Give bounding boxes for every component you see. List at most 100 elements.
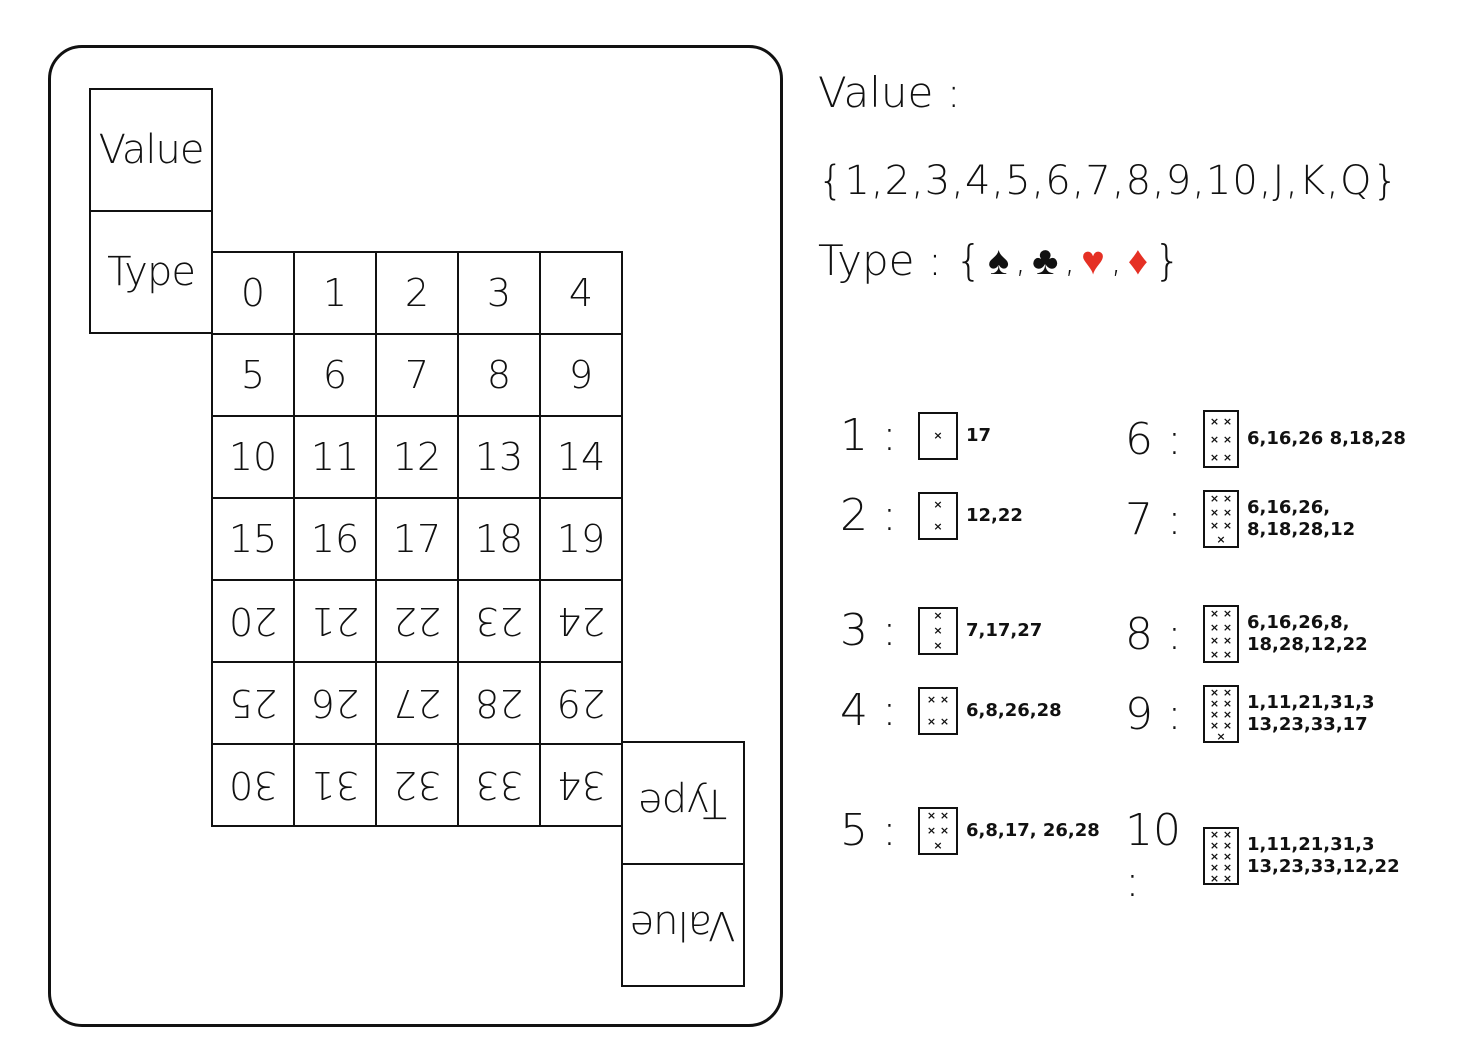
grid-cell-number: 27 [392,681,442,725]
top-value-text: Value [98,127,205,173]
club-icon: ♣ [1032,237,1059,284]
bottom-type-label: Type [621,741,745,865]
grid-cell-number: 28 [474,681,524,725]
pip-marks: × [933,498,943,511]
grid-cell: 25 [213,663,295,745]
grid-cell: 18 [459,499,541,581]
grid-cell: 5 [213,335,295,417]
type-set: Type : { ♠,♣,♥,♦ } [818,236,1181,285]
pip-marks: × [933,429,943,442]
pip-marks: × × [1209,719,1233,732]
grid-cell: 28 [459,663,541,745]
grid-cell: 24 [541,581,623,663]
pip-marks: × × [926,823,950,837]
grid-cell: 32 [377,745,459,827]
mini-card-icon: ×× [918,491,958,540]
grid-cell: 1 [295,253,377,335]
grid-cell-number: 11 [310,435,360,479]
grid-cell: 22 [377,581,459,663]
mini-card-icon: × ×× ×× ×× [1203,490,1239,548]
grid-cell: 11 [295,417,377,499]
mini-card-icon: ××× [918,606,958,655]
legend-value: 9 : [1125,688,1182,740]
grid-cell-number: 29 [556,681,606,725]
grid-cell-number: 13 [474,435,524,479]
grid-cell-number: 19 [556,517,606,561]
pip-marks: × [1216,730,1226,743]
legend-positions: 17 [966,424,992,446]
grid-cell-number: 25 [228,681,278,725]
suit-list: ♠,♣,♥,♦ [988,241,1148,281]
spade-icon: ♠ [988,237,1010,284]
pip-marks: × [933,520,943,533]
legend-value: 10 : [1125,805,1181,907]
legend-item: 8 :× ×× ×× ×× ×6,16,26,8, 18,28,12,22 [1125,605,1417,663]
bottom-type-text: Type [639,780,727,826]
mini-card-icon: × ×× ×× [918,806,958,855]
grid-cell: 14 [541,417,623,499]
pip-marks: × × [1209,432,1233,446]
pip-marks: × × [1209,519,1233,533]
legend-positions: 7,17,27 [966,619,1043,641]
grid-cell-number: 17 [392,517,442,561]
pip-marks: × × [1209,708,1233,721]
heart-icon: ♥ [1081,237,1105,284]
type-suffix: } [1154,236,1181,285]
grid-cell-number: 2 [404,271,430,315]
grid-cell: 19 [541,499,623,581]
pip-marks: × × [1209,647,1233,661]
grid-cell-number: 16 [310,517,360,561]
grid-cell-number: 34 [556,763,606,807]
legend-item: 4 :× ×× ×6,8,26,28 [840,685,1062,736]
diamond-icon: ♦ [1127,237,1149,284]
pip-marks: × [933,838,943,852]
mini-card-icon: × ×× × [918,686,958,735]
legend-item: 5 : × ×× ×× 6,8,17, 26,28 [840,805,1100,856]
legend-value: 8 : [1125,608,1182,660]
grid-cell-number: 4 [568,271,594,315]
grid-cell: 8 [459,335,541,417]
mini-card-icon: × ×× ×× ×× × [1203,605,1239,663]
grid-cell: 20 [213,581,295,663]
grid-cell-number: 15 [228,517,278,561]
top-type-label: Type [89,210,213,334]
grid-cell-number: 22 [392,599,442,643]
grid-cell: 23 [459,581,541,663]
mini-card-icon: × ×× ×× ×× ×× × [1203,827,1239,885]
pip-marks: × × [1209,850,1233,863]
grid-cell-number: 32 [392,763,442,807]
grid-cell-number: 33 [474,763,524,807]
grid-cell-number: 31 [310,763,360,807]
legend-value: 2 : [840,490,897,541]
pip-marks: × × [1209,839,1233,852]
legend-positions: 6,16,26, 8,18,28,12 [1247,497,1356,540]
grid-cell: 0 [213,253,295,335]
pip-marks: × × [1209,634,1233,648]
grid-cell-number: 12 [392,435,442,479]
suit-separator: , [1110,240,1122,281]
grid-cell: 7 [377,335,459,417]
grid-cell: 31 [295,745,377,827]
type-prefix: Type : { [818,236,983,285]
grid-cell: 3 [459,253,541,335]
grid-cell-number: 14 [556,435,606,479]
pip-marks: × × [1209,861,1233,874]
legend-item: 2 :××12,22 [840,490,1023,541]
grid-cell-number: 30 [228,763,278,807]
legend-item: 3 :×××7,17,27 [840,605,1042,656]
grid-cell: 27 [377,663,459,745]
legend-positions: 1,11,21,31,3 13,23,33,12,22 [1247,834,1400,877]
legend-positions: 6,8,17, 26,28 [966,819,1100,841]
pip-marks: × × [1209,828,1233,841]
legend-value: 5 : [840,805,897,856]
grid-cell: 9 [541,335,623,417]
grid-cell-number: 1 [322,271,348,315]
grid-cell: 10 [213,417,295,499]
grid-cell: 15 [213,499,295,581]
grid-cell: 26 [295,663,377,745]
pip-marks: × [1216,532,1226,546]
suit-separator: , [1064,240,1076,281]
grid-cell: 12 [377,417,459,499]
bottom-value-text: Value [630,902,736,948]
